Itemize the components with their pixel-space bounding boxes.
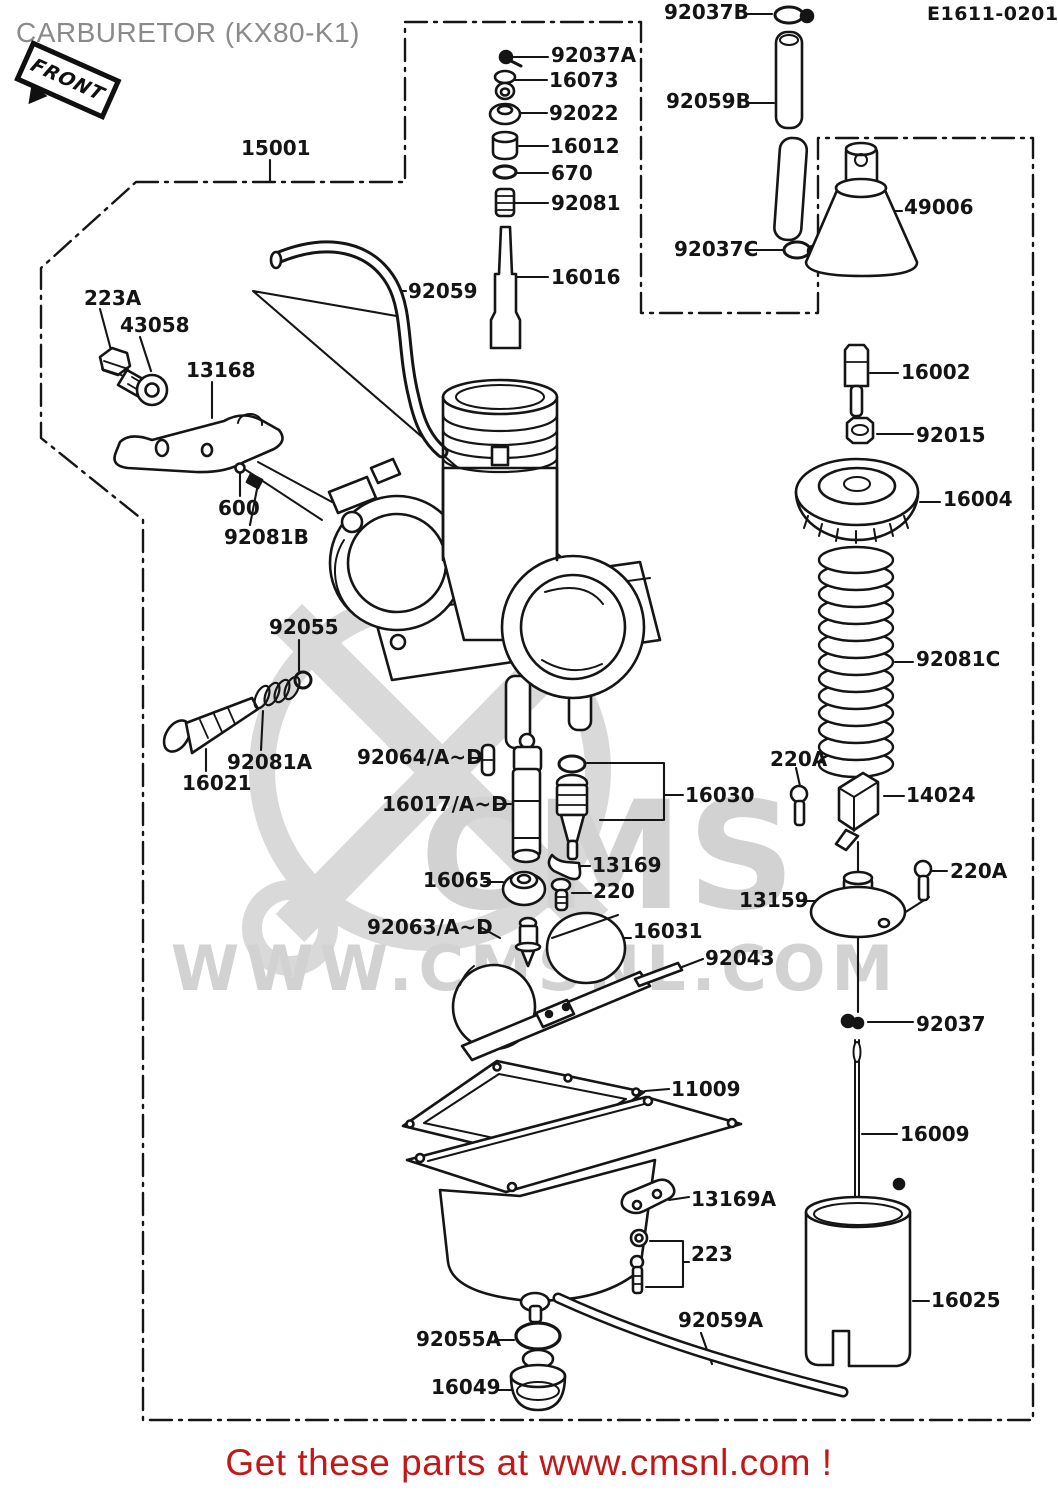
page-title: CARBURETOR (KX80-K1) [16,17,361,48]
part-label-92081a[interactable]: 92081A [227,750,313,774]
part-label-16030[interactable]: 16030 [685,783,755,807]
footer-banner: Get these parts at www.cmsnl.com ! [225,1442,833,1483]
carburetor-body [327,378,662,750]
part-label-15001[interactable]: 15001 [241,136,311,160]
part-label-16049[interactable]: 16049 [431,1375,501,1399]
part-label-13169[interactable]: 13169 [592,853,662,877]
part-label-92081[interactable]: 92081 [551,191,621,215]
part-label-92037[interactable]: 92037 [916,1012,986,1036]
part-label-13169a[interactable]: 13169A [691,1187,777,1211]
part-label-92037b[interactable]: 92037B [664,0,749,24]
part-label-600[interactable]: 600 [218,496,260,520]
part-label-43058[interactable]: 43058 [120,313,190,337]
part-label-11009[interactable]: 11009 [671,1077,741,1101]
part-label-220[interactable]: 220 [593,879,635,903]
part-label-670[interactable]: 670 [551,161,593,185]
part-drawing-vent-hose-92059 [269,240,449,459]
part-label-92081b[interactable]: 92081B [224,525,309,549]
part-drawing-jet-assembly [480,732,589,912]
part-label-92059[interactable]: 92059 [408,279,478,303]
right-column-parts [773,5,933,1368]
part-drawing-top-jet-column [488,49,523,350]
watermark-logo-text: CMS [420,770,799,944]
part-label-92059a[interactable]: 92059A [678,1308,764,1332]
part-drawing-float-bowl-group [401,1059,743,1324]
part-label-92037a[interactable]: 92037A [551,43,637,67]
part-label-92063-a-d[interactable]: 92063/A~D [367,915,493,939]
part-label-92064-a-d[interactable]: 92064/A~D [357,745,483,769]
part-label-92055[interactable]: 92055 [269,615,339,639]
part-label-223a[interactable]: 223A [84,286,142,310]
part-drawing-float-group [451,911,684,1062]
part-label-13168[interactable]: 13168 [186,358,256,382]
part-label-220a[interactable]: 220A [950,859,1008,883]
diagram-boundary [39,20,1035,1422]
part-label-16002[interactable]: 16002 [901,360,971,384]
part-label-220a[interactable]: 220A [770,747,828,771]
part-label-13159[interactable]: 13159 [739,888,809,912]
part-label-92037c[interactable]: 92037C [674,237,759,261]
part-label-16073[interactable]: 16073 [549,68,619,92]
drawing-code: E1611-0201 [927,3,1058,25]
part-label-16025[interactable]: 16025 [931,1288,1001,1312]
part-label-92043[interactable]: 92043 [705,946,775,970]
part-label-16017-a-d[interactable]: 16017/A~D [382,792,508,816]
part-label-16021[interactable]: 16021 [182,771,252,795]
part-label-16065[interactable]: 16065 [423,868,493,892]
part-drawing-drain-group [509,1292,849,1412]
part-label-16016[interactable]: 16016 [551,265,621,289]
part-label-223[interactable]: 223 [691,1242,733,1266]
part-label-92081c[interactable]: 92081C [916,647,1001,671]
part-label-92015[interactable]: 92015 [916,423,986,447]
part-drawing-pilot-screw-group [162,670,313,755]
part-label-16009[interactable]: 16009 [900,1122,970,1146]
part-label-16012[interactable]: 16012 [550,134,620,158]
part-label-92022[interactable]: 92022 [549,101,619,125]
part-label-14024[interactable]: 14024 [906,783,976,807]
part-label-92055a[interactable]: 92055A [416,1327,502,1351]
part-drawing-bracket-13168 [98,346,333,521]
part-label-49006[interactable]: 49006 [904,195,974,219]
part-label-92059b[interactable]: 92059B [666,89,751,113]
part-label-16031[interactable]: 16031 [633,919,703,943]
part-label-16004[interactable]: 16004 [943,487,1013,511]
